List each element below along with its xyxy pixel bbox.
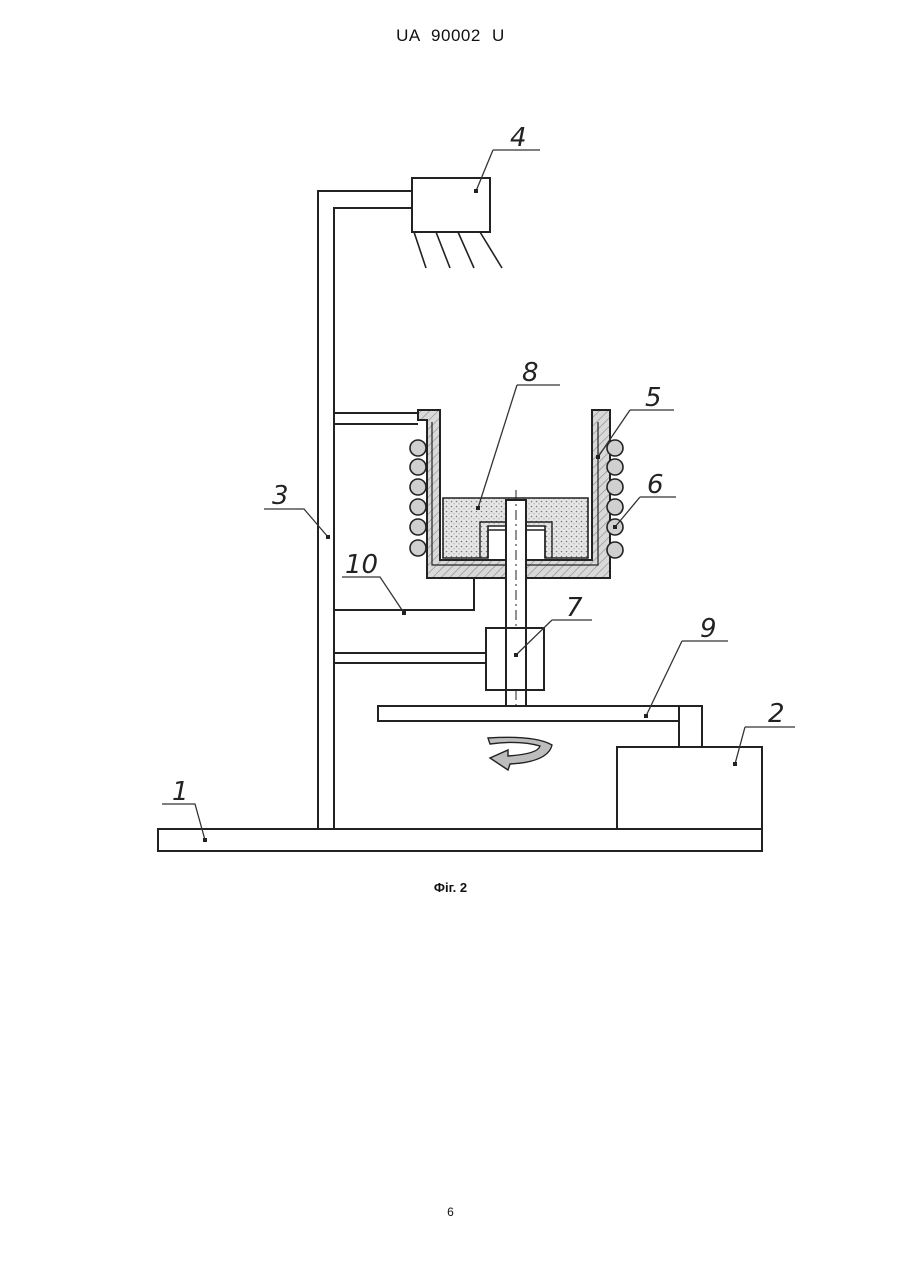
rotation-arrow: [488, 737, 552, 770]
leader-9: [646, 641, 728, 716]
patent-figure-diagram: 1 2 3 4 5 6 7 8 9 10: [0, 0, 901, 900]
frame-column: [318, 191, 412, 829]
label-7: 7: [566, 593, 583, 623]
label-4: 4: [510, 123, 527, 153]
frame-arm-crucible: [334, 208, 418, 424]
label-3: 3: [272, 481, 289, 511]
leader-7: [516, 620, 592, 655]
label-10: 10: [345, 550, 378, 580]
label-6: 6: [647, 470, 664, 500]
inductor-coil-left: [410, 440, 426, 556]
label-2: 2: [768, 699, 785, 729]
label-8: 8: [522, 358, 539, 388]
label-5: 5: [645, 383, 662, 413]
leader-8: [478, 385, 560, 508]
figure-caption: Фіг. 2: [0, 880, 901, 895]
leader-10: [342, 577, 404, 613]
label-9: 9: [700, 614, 717, 644]
label-1: 1: [172, 777, 189, 807]
base-plate: [158, 829, 762, 851]
leader-6: [615, 497, 676, 527]
drive-unit-box: [617, 747, 762, 829]
page-number: 6: [0, 1205, 901, 1219]
unit-4-legs: [414, 232, 502, 268]
turntable-support: [679, 706, 702, 747]
turntable-disk: [378, 706, 700, 721]
